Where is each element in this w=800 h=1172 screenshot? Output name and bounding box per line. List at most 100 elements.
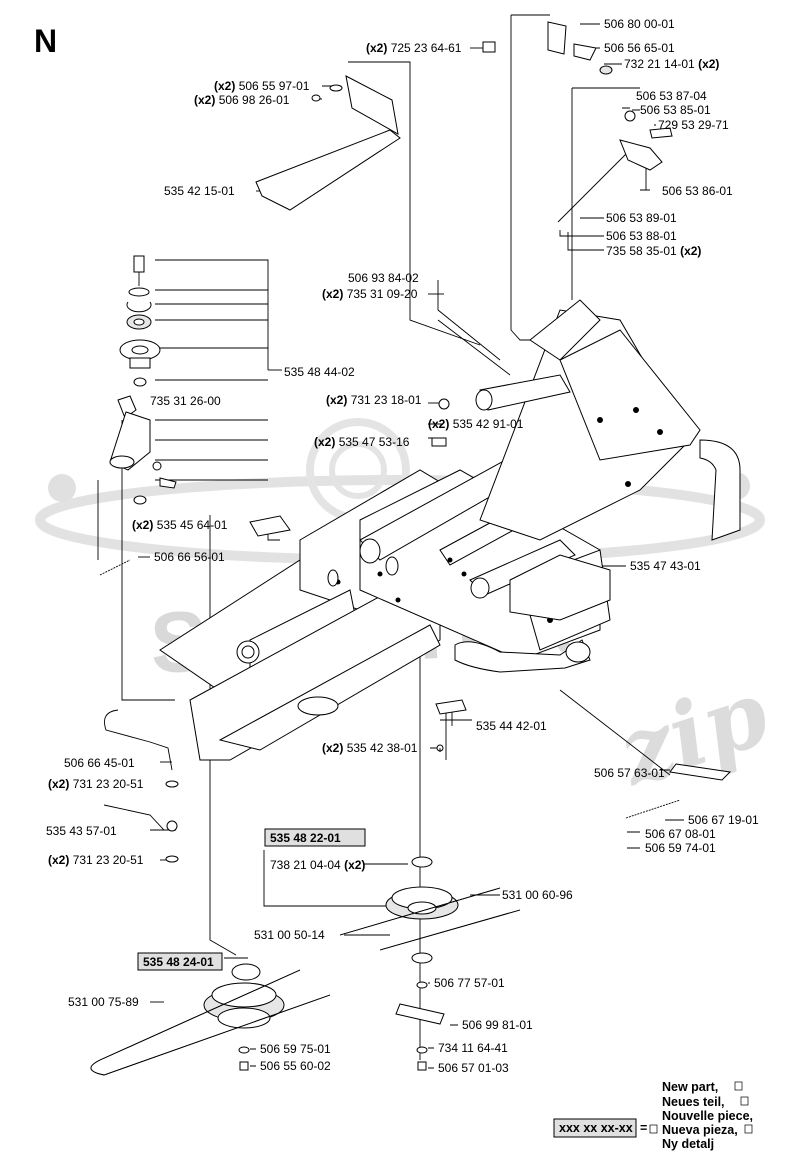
- leader-lines: [97, 14, 684, 1069]
- part-number-l1: 725 23 64-61: [391, 41, 462, 55]
- part-number-l38: 531 00 50-14: [254, 928, 325, 942]
- part-number-l33: 506 59 74-01: [645, 841, 716, 855]
- part-number-l16: 735 31 09-20: [347, 287, 418, 301]
- new-part-box-l39: [137, 952, 223, 971]
- svg-text:506 53 85-01: 506 53 85-01: [640, 103, 711, 117]
- part-number-l42: 506 99 81-01: [462, 1018, 533, 1032]
- svg-text:535 47 43-01: 535 47 43-01: [630, 559, 701, 573]
- part-number-l41: 506 77 57-01: [434, 976, 505, 990]
- svg-text:506 66 45-01: 506 66 45-01: [64, 756, 135, 770]
- part-number-l23: 506 66 56-01: [154, 550, 225, 564]
- part-number-l34: 731 23 20-51: [73, 853, 144, 867]
- part-number-l44: 734 11 64-41: [438, 1041, 508, 1055]
- svg-text:535 48 24-01: 535 48 24-01: [143, 955, 214, 969]
- svg-text:506 99 81-01: 506 99 81-01: [462, 1018, 533, 1032]
- legend-box: [553, 1118, 637, 1138]
- legend-line-2: Neues teil,: [662, 1095, 725, 1109]
- legend-line-3: Nouvelle piece,: [662, 1109, 753, 1123]
- section-letter: N: [34, 23, 57, 59]
- legend-line-4: Nueva pieza,: [662, 1123, 738, 1137]
- part-number-l26: 535 42 38-01: [347, 741, 418, 755]
- svg-text:506 53 86-01: 506 53 86-01: [662, 184, 733, 198]
- svg-text:(x2) 535 42 91-01: (x2) 535 42 91-01: [428, 417, 524, 431]
- qty-l1: (x2): [366, 41, 387, 55]
- svg-text:(x2) 735 31 09-20: (x2) 735 31 09-20: [322, 287, 418, 301]
- part-number-l36: 738 21 04-04: [270, 858, 341, 872]
- pulleys-and-belts: [90, 856, 521, 1076]
- svg-text:735 31 26-00: 735 31 26-00: [150, 394, 221, 408]
- svg-text:535 42 15-01: 535 42 15-01: [164, 184, 235, 198]
- part-number-l13: 506 53 88-01: [606, 229, 677, 243]
- svg-text:535 48 44-02: 535 48 44-02: [284, 365, 355, 379]
- qty-l20: (x2): [428, 417, 449, 431]
- part-number-l22: 535 45 64-01: [157, 518, 228, 532]
- svg-text:506 80 00-01: 506 80 00-01: [604, 17, 675, 31]
- part-number-l43: 506 59 75-01: [260, 1042, 331, 1056]
- legend-line-5: Ny detalj: [662, 1137, 714, 1151]
- qty-l19: (x2): [326, 393, 347, 407]
- svg-text:531 00 60-96: 531 00 60-96: [502, 888, 573, 902]
- part-number-l45: 506 55 60-02: [260, 1059, 331, 1073]
- legend-checkbox-1: [649, 1124, 658, 1134]
- part-number-l25: 535 44 42-01: [476, 719, 547, 733]
- svg-text:506 57 01-03: 506 57 01-03: [438, 1061, 509, 1075]
- qty-l21: (x2): [314, 435, 335, 449]
- svg-text:506 67 08-01: 506 67 08-01: [645, 827, 716, 841]
- svg-text:729 53 29-71: 729 53 29-71: [658, 118, 729, 132]
- svg-text:506 77 57-01: 506 77 57-01: [434, 976, 505, 990]
- part-number-l28: 731 23 20-51: [73, 777, 144, 791]
- qty-l22: (x2): [132, 518, 153, 532]
- svg-text:506 59 74-01: 506 59 74-01: [645, 841, 716, 855]
- qty-l34: (x2): [48, 853, 69, 867]
- svg-text:531 00 75-89: 531 00 75-89: [68, 995, 139, 1009]
- part-number-l29: 506 57 63-01: [594, 766, 665, 780]
- legend: xxx xx xx-xx = New part, Neues teil, Nou…: [553, 1080, 753, 1151]
- svg-text:(x2) 731 23 18-01: (x2) 731 23 18-01: [326, 393, 422, 407]
- svg-text:535 43 57-01: 535 43 57-01: [46, 824, 117, 838]
- part-number-l6: 506 98 26-01: [219, 93, 290, 107]
- watermark-word-2: zip: [605, 660, 781, 807]
- qty-l26: (x2): [322, 741, 343, 755]
- svg-text:506 93 84-02: 506 93 84-02: [348, 271, 419, 285]
- part-number-l31: 535 43 57-01: [46, 824, 117, 838]
- qty-l5: (x2): [214, 79, 235, 93]
- part-number-l5: 506 55 97-01: [239, 79, 310, 93]
- part-number-l19: 731 23 18-01: [351, 393, 422, 407]
- part-number-l2: 506 80 00-01: [604, 17, 675, 31]
- svg-text:506 66 56-01: 506 66 56-01: [154, 550, 225, 564]
- legend-checkbox-2: [734, 1081, 743, 1091]
- svg-text:(x2) 725 23 64-61: (x2) 725 23 64-61: [366, 41, 462, 55]
- part-number-l18: 735 31 26-00: [150, 394, 221, 408]
- springs-and-rods: [99, 21, 681, 863]
- part-labels: (x2) 725 23 64-61 506 80 00-01 506 56 65…: [46, 17, 759, 1075]
- part-number-l7: 506 53 87-04: [636, 89, 707, 103]
- svg-text:531 00 50-14: 531 00 50-14: [254, 928, 325, 942]
- new-part-box-l35: [264, 828, 366, 847]
- qty-l14: (x2): [680, 244, 701, 258]
- svg-text:(x2) 535 47 53-16: (x2) 535 47 53-16: [314, 435, 410, 449]
- svg-text:(x2) 731 23 20-51: (x2) 731 23 20-51: [48, 777, 144, 791]
- legend-equals: =: [640, 1121, 647, 1135]
- svg-text:506 67 19-01: 506 67 19-01: [688, 813, 759, 827]
- svg-text:(x2) 731 23 20-51: (x2) 731 23 20-51: [48, 853, 144, 867]
- part-number-l15: 506 93 84-02: [348, 271, 419, 285]
- svg-text:738 21 04-04 (x2): 738 21 04-04 (x2): [270, 858, 365, 872]
- svg-text:506 53 88-01: 506 53 88-01: [606, 229, 677, 243]
- part-number-l14: 735 58 35-01: [606, 244, 677, 258]
- svg-text:732 21 14-01 (x2): 732 21 14-01 (x2): [624, 57, 719, 71]
- part-number-l17: 535 48 44-02: [284, 365, 355, 379]
- part-number-l8: 506 53 85-01: [640, 103, 711, 117]
- qty-l16: (x2): [322, 287, 343, 301]
- svg-text:506 57 63-01: 506 57 63-01: [594, 766, 665, 780]
- part-number-l39: 535 48 24-01: [143, 955, 214, 969]
- qty-l36: (x2): [344, 858, 365, 872]
- part-number-l35: 535 48 22-01: [270, 831, 341, 845]
- legend-checkbox-4: [744, 1124, 753, 1134]
- part-number-l4: 732 21 14-01: [624, 57, 695, 71]
- svg-text:(x2) 535 42 38-01: (x2) 535 42 38-01: [322, 741, 418, 755]
- svg-text:506 53 87-04: 506 53 87-04: [636, 89, 707, 103]
- svg-text:535 48 22-01: 535 48 22-01: [270, 831, 341, 845]
- svg-text:(x2) 506 98 26-01: (x2) 506 98 26-01: [194, 93, 290, 107]
- chassis-frame: [159, 299, 741, 781]
